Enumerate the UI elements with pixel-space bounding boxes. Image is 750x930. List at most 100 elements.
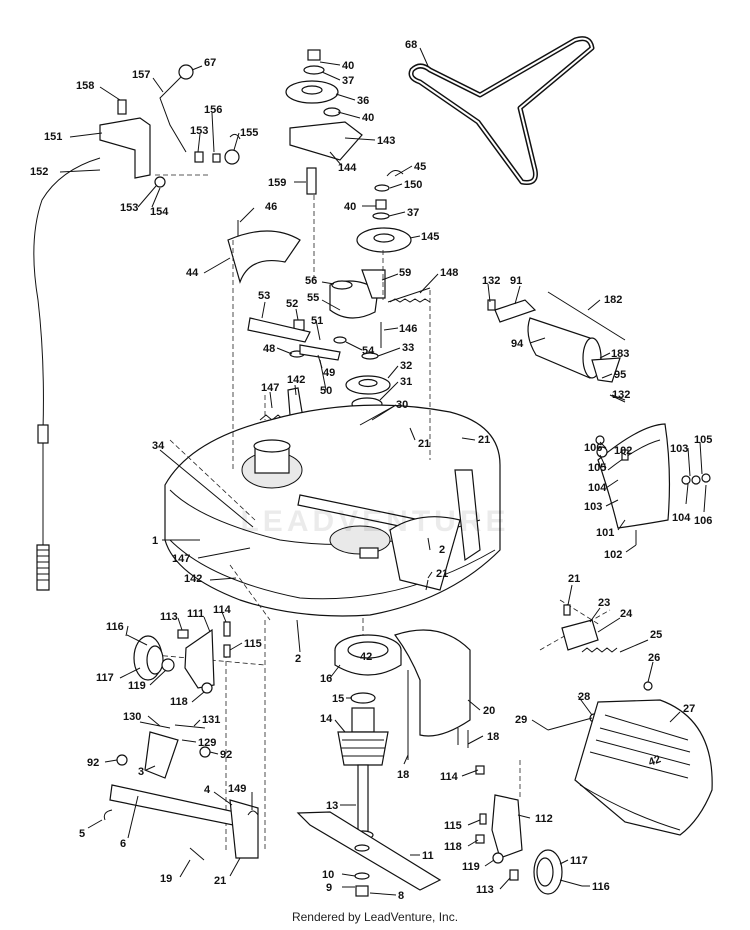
shield-decal-label: 42 [647, 753, 663, 768]
callout-145: 145 [421, 231, 439, 243]
credit-line: Rendered by LeadVenture, Inc. [291, 910, 459, 924]
rear-baffle [394, 629, 471, 760]
callout-32: 32 [400, 360, 412, 372]
callout-37: 37 [342, 75, 354, 87]
callout-28: 28 [578, 691, 590, 703]
callout-155: 155 [240, 127, 258, 139]
idler-arm-assembly [247, 269, 431, 361]
callout-132-lower: 132 [612, 389, 630, 401]
mower-deck [164, 404, 501, 621]
anti-scalp-roller [487, 291, 626, 403]
callout-103-left: 103 [584, 501, 602, 513]
callout-53: 53 [258, 290, 270, 302]
callout-142: 142 [287, 374, 305, 386]
callout-156: 156 [204, 104, 222, 116]
callout-16: 16 [320, 673, 332, 685]
callout-26: 26 [648, 652, 660, 664]
callout-21-hinge: 21 [568, 573, 580, 585]
callout-130: 130 [123, 711, 141, 723]
callout-37-stack: 37 [407, 207, 419, 219]
callout-40: 40 [342, 60, 354, 72]
callout-15: 15 [332, 693, 344, 705]
callout-102: 102 [614, 445, 632, 457]
leader-lines [59, 47, 707, 896]
callout-52: 52 [286, 298, 298, 310]
callout-33: 33 [402, 342, 414, 354]
callout-30: 30 [396, 399, 408, 411]
callout-106: 106 [584, 442, 602, 454]
callout-129: 129 [198, 737, 216, 749]
callout-13: 13 [326, 800, 338, 812]
deck-decal-label: 42 [360, 651, 372, 663]
callout-11: 11 [422, 850, 434, 862]
callout-24: 24 [620, 608, 633, 620]
callout-104-right: 104 [672, 512, 691, 524]
callout-27: 27 [683, 703, 695, 715]
gauge-wheel-right [475, 765, 583, 895]
callout-45: 45 [414, 161, 426, 173]
callout-159: 159 [268, 177, 286, 189]
callout-40-stack: 40 [344, 201, 356, 213]
blade-belt-shield: 42 [334, 634, 402, 676]
callout-54: 54 [362, 345, 375, 357]
callout-59: 59 [399, 267, 411, 279]
callout-102-lower: 102 [604, 549, 622, 561]
callout-117-right: 117 [570, 855, 588, 867]
callout-25: 25 [650, 629, 662, 641]
discharge-shield: 42 [574, 699, 713, 836]
callout-116: 116 [106, 621, 124, 633]
callout-3: 3 [138, 766, 144, 778]
callout-111: 111 [187, 608, 204, 620]
callout-118: 118 [170, 696, 188, 708]
callout-144: 144 [338, 162, 357, 174]
callout-101: 101 [596, 527, 614, 539]
callout-56: 56 [305, 275, 317, 287]
callout-29: 29 [515, 714, 527, 726]
callout-146: 146 [399, 323, 417, 335]
watermark-text: LEADVENTURE [240, 505, 510, 538]
callout-147: 147 [261, 382, 279, 394]
idler-pulley-assembly-top [285, 49, 363, 195]
callout-106-right: 106 [694, 515, 712, 527]
callout-31: 31 [400, 376, 412, 388]
callout-44: 44 [186, 267, 199, 279]
callout-158: 158 [76, 80, 94, 92]
callout-143: 143 [377, 135, 395, 147]
deck-lift-links [103, 721, 259, 861]
callout-21-center: 21 [436, 568, 448, 580]
callout-114: 114 [213, 604, 232, 616]
callout-114-lower: 114 [440, 771, 459, 783]
callout-91: 91 [510, 275, 522, 287]
callout-153: 153 [190, 125, 208, 137]
callout-19: 19 [160, 873, 172, 885]
callout-132: 132 [482, 275, 500, 287]
callout-149: 149 [228, 783, 246, 795]
callout-55: 55 [307, 292, 319, 304]
callout-18-right: 18 [487, 731, 499, 743]
callout-34: 34 [152, 440, 165, 452]
callout-118-right: 118 [444, 841, 462, 853]
belt-guard [227, 220, 301, 284]
callout-152: 152 [30, 166, 48, 178]
callout-119: 119 [128, 680, 146, 692]
callout-104: 104 [588, 482, 607, 494]
callout-21-link: 21 [214, 875, 226, 887]
callout-40-lower: 40 [362, 112, 374, 124]
callout-92-left: 92 [87, 757, 99, 769]
callout-94: 94 [511, 338, 524, 350]
callout-112: 112 [535, 813, 553, 825]
callout-2-lower: 2 [295, 653, 301, 665]
callout-105-left: 105 [588, 462, 606, 474]
callout-116-right: 116 [592, 881, 610, 893]
callout-50: 50 [320, 385, 332, 397]
callout-14: 14 [320, 713, 333, 725]
callout-51: 51 [311, 315, 323, 327]
callout-36: 36 [357, 95, 369, 107]
blade-spindle [337, 692, 389, 840]
callout-151: 151 [44, 131, 62, 143]
callout-9: 9 [326, 882, 332, 894]
callout-153-lower: 153 [120, 202, 138, 214]
callout-21-right: 21 [478, 434, 490, 446]
callout-154: 154 [150, 206, 169, 218]
callout-6: 6 [120, 838, 126, 850]
